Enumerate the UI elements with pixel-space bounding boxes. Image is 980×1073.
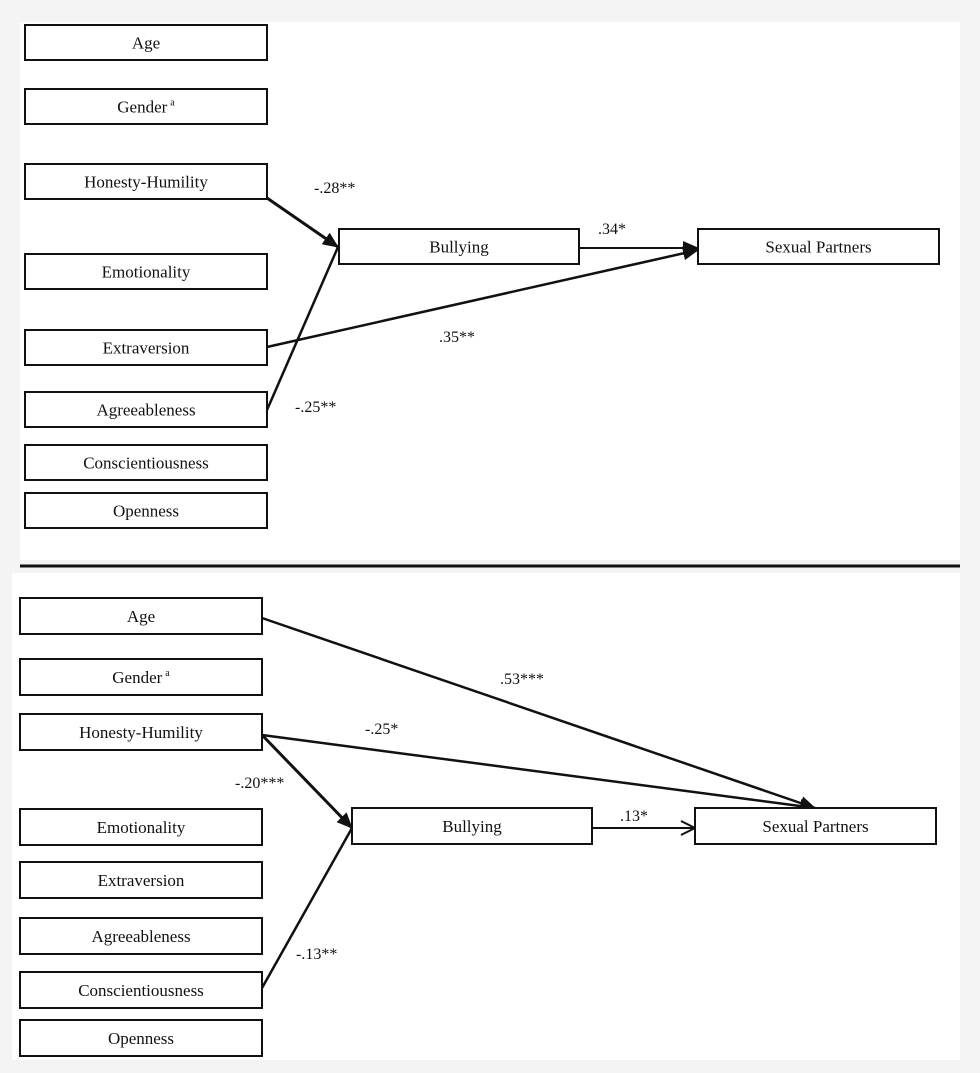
bottom-node-sexual-partners: Sexual Partners xyxy=(694,807,937,845)
top-node-sexual-partners: Sexual Partners xyxy=(697,228,940,265)
bottom-label-age: Age xyxy=(127,607,155,626)
bottom-box-agreeableness xyxy=(19,917,263,955)
bottom-box-extraversion xyxy=(19,861,263,899)
top-node-bullying: Bullying xyxy=(338,228,580,265)
top-path-agreeableness-to-bullying xyxy=(265,246,340,411)
bottom-label-openness: Openness xyxy=(108,1029,174,1048)
top-coefficient-bullying-to-sexual-partners: .34* xyxy=(598,221,626,238)
top-box-gender xyxy=(24,88,268,125)
bottom-node-extraversion: Extraversion xyxy=(19,861,263,899)
top-label-bullying: Bullying xyxy=(429,238,489,257)
top-label-gender-superscript: a xyxy=(170,98,175,109)
bottom-node-honesty: Honesty-Humility xyxy=(19,713,263,751)
bottom-box-emotionality xyxy=(19,808,263,846)
top-box-extraversion xyxy=(24,329,268,366)
top-node-emotionality: Emotionality xyxy=(24,253,268,290)
top-box-age xyxy=(24,24,268,61)
top-coefficient-extraversion-to-sexual-partners: .35** xyxy=(439,329,475,346)
bottom-path-honesty-to-sexual-partners xyxy=(261,733,816,813)
top-coefficient-honesty-to-bullying: -.28** xyxy=(314,180,355,197)
top-label-emotionality: Emotionality xyxy=(102,263,191,282)
bottom-box-sexual-partners xyxy=(694,807,937,845)
bottom-label-gender-superscript: a xyxy=(165,668,170,679)
top-label-extraversion: Extraversion xyxy=(103,339,190,358)
bottom-box-gender xyxy=(19,658,263,696)
top-label-sexual-partners: Sexual Partners xyxy=(765,238,871,257)
top-node-agreeableness: Agreeableness xyxy=(24,391,268,428)
bottom-box-openness xyxy=(19,1019,263,1057)
bottom-node-agreeableness: Agreeableness xyxy=(19,917,263,955)
bottom-box-age xyxy=(19,597,263,635)
bottom-label-agreeableness: Agreeableness xyxy=(91,927,190,946)
bottom-node-conscientiousness: Conscientiousness xyxy=(19,971,263,1009)
top-box-bullying xyxy=(338,228,580,265)
bottom-box-honesty xyxy=(19,713,263,751)
bottom-path-age-to-sexual-partners xyxy=(261,616,816,810)
top-label-openness: Openness xyxy=(113,502,179,521)
top-label-conscientiousness: Conscientiousness xyxy=(83,454,209,473)
bottom-box-conscientiousness xyxy=(19,971,263,1009)
top-box-conscientiousness xyxy=(24,444,268,481)
top-node-honesty: Honesty-Humility xyxy=(24,163,268,200)
bottom-label-extraversion: Extraversion xyxy=(98,871,185,890)
bottom-coefficient-age-to-sexual-partners: .53*** xyxy=(500,671,544,688)
bottom-label-emotionality: Emotionality xyxy=(97,818,186,837)
bottom-node-age: Age xyxy=(19,597,263,635)
bottom-label-conscientiousness: Conscientiousness xyxy=(78,981,204,1000)
bottom-coefficient-bullying-to-sexual-partners: .13* xyxy=(620,808,648,825)
top-path-extraversion-to-sexual-partners xyxy=(266,246,699,349)
top-box-openness xyxy=(24,492,268,529)
top-label-agreeableness: Agreeableness xyxy=(96,401,195,420)
bottom-label-bullying: Bullying xyxy=(442,817,502,836)
top-node-openness: Openness xyxy=(24,492,268,529)
top-box-emotionality xyxy=(24,253,268,290)
top-box-agreeableness xyxy=(24,391,268,428)
bottom-coefficient-honesty-to-sexual-partners: -.25* xyxy=(365,721,398,738)
bottom-node-bullying: Bullying xyxy=(351,807,593,845)
bottom-path-conscientiousness-to-bullying xyxy=(260,827,354,989)
top-node-conscientiousness: Conscientiousness xyxy=(24,444,268,481)
bottom-coefficient-conscientiousness-to-bullying: -.13** xyxy=(296,946,337,963)
bottom-node-emotionality: Emotionality xyxy=(19,808,263,846)
top-label-age: Age xyxy=(132,34,160,53)
top-node-extraversion: Extraversion xyxy=(24,329,268,366)
top-node-age: Age xyxy=(24,24,268,61)
bottom-label-honesty: Honesty-Humility xyxy=(79,723,203,742)
bottom-coefficient-honesty-to-bullying: -.20*** xyxy=(235,775,284,792)
top-box-sexual-partners xyxy=(697,228,940,265)
bottom-node-openness: Openness xyxy=(19,1019,263,1057)
top-box-honesty xyxy=(24,163,268,200)
top-path-honesty-to-bullying xyxy=(266,196,339,249)
bottom-box-bullying xyxy=(351,807,593,845)
top-coefficient-agreeableness-to-bullying: -.25** xyxy=(295,399,336,416)
top-label-honesty: Honesty-Humility xyxy=(84,173,208,192)
bottom-path-honesty-to-bullying xyxy=(260,733,354,830)
bottom-label-sexual-partners: Sexual Partners xyxy=(762,817,868,836)
